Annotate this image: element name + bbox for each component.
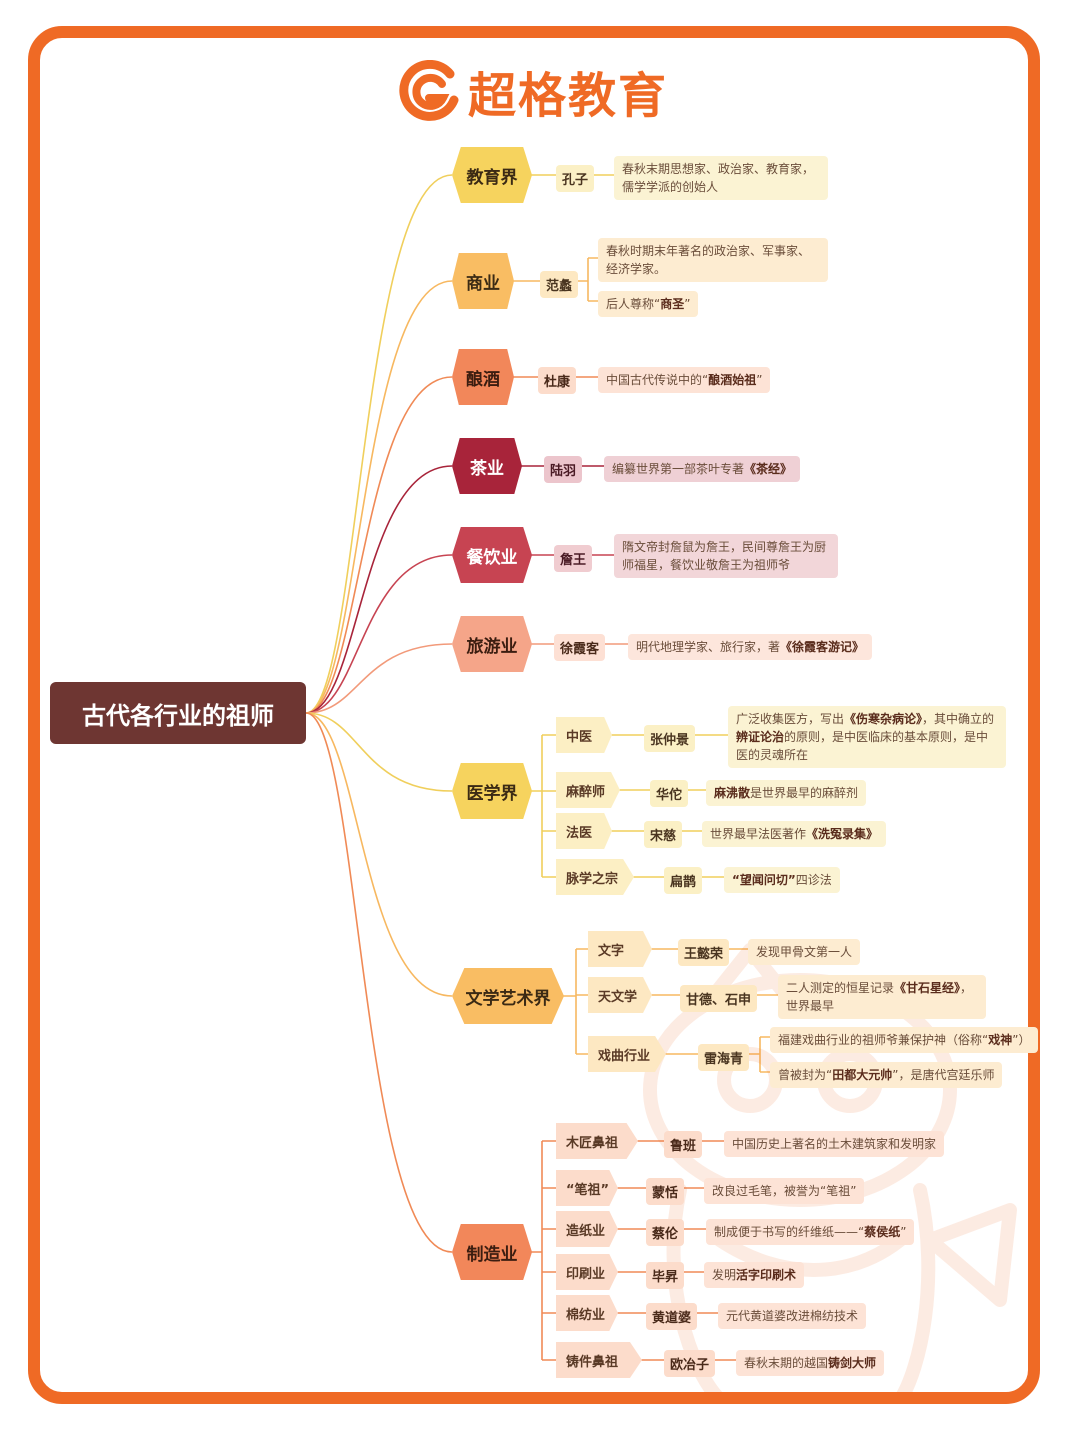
desc-luban: 中国历史上著名的土木建筑家和发明家 (724, 1131, 945, 1157)
person-luyu: 陆羽 (544, 456, 583, 483)
person-dukang: 杜康 (538, 367, 577, 394)
person-songci: 宋慈 (644, 821, 683, 848)
med-field-anesthesia: 麻醉师 (556, 772, 620, 808)
desc-cailun: 制成便于书写的纤维纸——“蔡侯纸” (706, 1219, 915, 1245)
desc-gande-shishen: 二人测定的恒星记录《甘石星经》，世界最早 (778, 975, 986, 1019)
desc-dukang: 中国古代传说中的“酿酒始祖” (598, 367, 771, 393)
mfg-field-paper: 造纸业 (556, 1211, 618, 1247)
desc-leihaiqing-1: 福建戏曲行业的祖师爷兼保护神（俗称“戏神”） (770, 1027, 1039, 1053)
person-mengtian: 蒙恬 (646, 1178, 685, 1205)
desc-huangdaopo: 元代黄道婆改进棉纺技术 (718, 1303, 867, 1329)
person-xuxiake: 徐霞客 (554, 634, 606, 661)
mfg-field-cotton: 棉纺业 (556, 1295, 618, 1331)
art-field-script: 文字 (588, 931, 652, 967)
branch-literature-art: 文学艺术界 (452, 968, 564, 1024)
branch-medicine: 医学界 (452, 763, 532, 819)
brand-logo: 超格教育 (398, 58, 668, 124)
person-leihaiqing: 雷海青 (698, 1044, 750, 1071)
person-huangdaopo: 黄道婆 (646, 1303, 698, 1330)
branch-tea: 茶业 (452, 438, 522, 494)
desc-zhanwang: 隋文帝封詹鼠为詹王，民间尊詹王为厨师福星，餐饮业敬詹王为祖师爷 (614, 534, 838, 578)
branch-tourism: 旅游业 (452, 616, 532, 672)
person-luban: 鲁班 (664, 1131, 703, 1158)
mfg-field-casting: 铸件鼻祖 (556, 1342, 642, 1378)
person-bianque: 扁鹊 (664, 867, 703, 894)
brand-name: 超格教育 (468, 68, 669, 124)
branch-education: 教育界 (452, 147, 532, 203)
person-cailun: 蔡伦 (646, 1219, 685, 1246)
person-zhangzhongjing: 张仲景 (644, 725, 696, 752)
desc-songci: 世界最早法医著作《洗冤录集》 (702, 821, 887, 847)
person-wangyirong: 王懿荣 (678, 939, 730, 966)
branch-catering: 餐饮业 (452, 527, 532, 583)
desc-zhangzhongjing: 广泛收集医方，写出《伤寒杂病论》，其中确立的辨证论治的原则，是中医临床的基本原则… (728, 706, 1006, 768)
person-ouyezi: 欧冶子 (664, 1350, 716, 1377)
desc-bisheng: 发明活字印刷术 (704, 1262, 805, 1288)
desc-leihaiqing-2: 曾被封为“田都大元帅”，是唐代宫廷乐师 (770, 1062, 1003, 1088)
mfg-field-brush: “笔祖” (556, 1170, 618, 1206)
med-field-pulse: 脉学之宗 (556, 859, 634, 895)
med-field-tcm: 中医 (556, 717, 612, 753)
branch-manufacturing: 制造业 (452, 1224, 532, 1280)
mfg-field-carpentry: 木匠鼻祖 (556, 1123, 638, 1159)
desc-wangyirong: 发现甲骨文第一人 (748, 939, 861, 965)
person-fanli: 范蠡 (540, 271, 579, 298)
person-kongzi: 孔子 (556, 165, 595, 192)
desc-huatuo: 麻沸散是世界最早的麻醉剂 (706, 780, 867, 806)
brand-logo-icon (399, 60, 459, 121)
person-bisheng: 毕昇 (646, 1262, 685, 1289)
desc-mengtian: 改良过毛笔，被誉为“笔祖” (704, 1178, 865, 1204)
branch-winemaking: 酿酒 (452, 349, 514, 405)
desc-kongzi: 春秋末期思想家、政治家、教育家，儒学学派的创始人 (614, 156, 828, 200)
desc-bianque: “望闻问切”四诊法 (724, 867, 840, 893)
desc-luyu: 编纂世界第一部茶叶专著《茶经》 (604, 456, 801, 482)
person-huatuo: 华佗 (650, 780, 689, 807)
person-zhanwang: 詹王 (554, 545, 593, 572)
branch-business: 商业 (452, 253, 514, 309)
art-field-astronomy: 天文学 (588, 977, 652, 1013)
desc-xuxiake: 明代地理学家、旅行家，著《徐霞客游记》 (628, 634, 873, 660)
person-gande-shishen: 甘德、石申 (680, 985, 758, 1012)
art-field-opera: 戏曲行业 (588, 1036, 666, 1072)
mfg-field-printing: 印刷业 (556, 1254, 618, 1290)
med-field-forensics: 法医 (556, 813, 612, 849)
desc-fanli-2: 后人尊称“商圣” (598, 291, 699, 317)
root-topic: 古代各行业的祖师 (50, 682, 306, 744)
desc-ouyezi: 春秋末期的越国铸剑大师 (736, 1350, 885, 1376)
desc-fanli-1: 春秋时期末年著名的政治家、军事家、经济学家。 (598, 238, 828, 282)
